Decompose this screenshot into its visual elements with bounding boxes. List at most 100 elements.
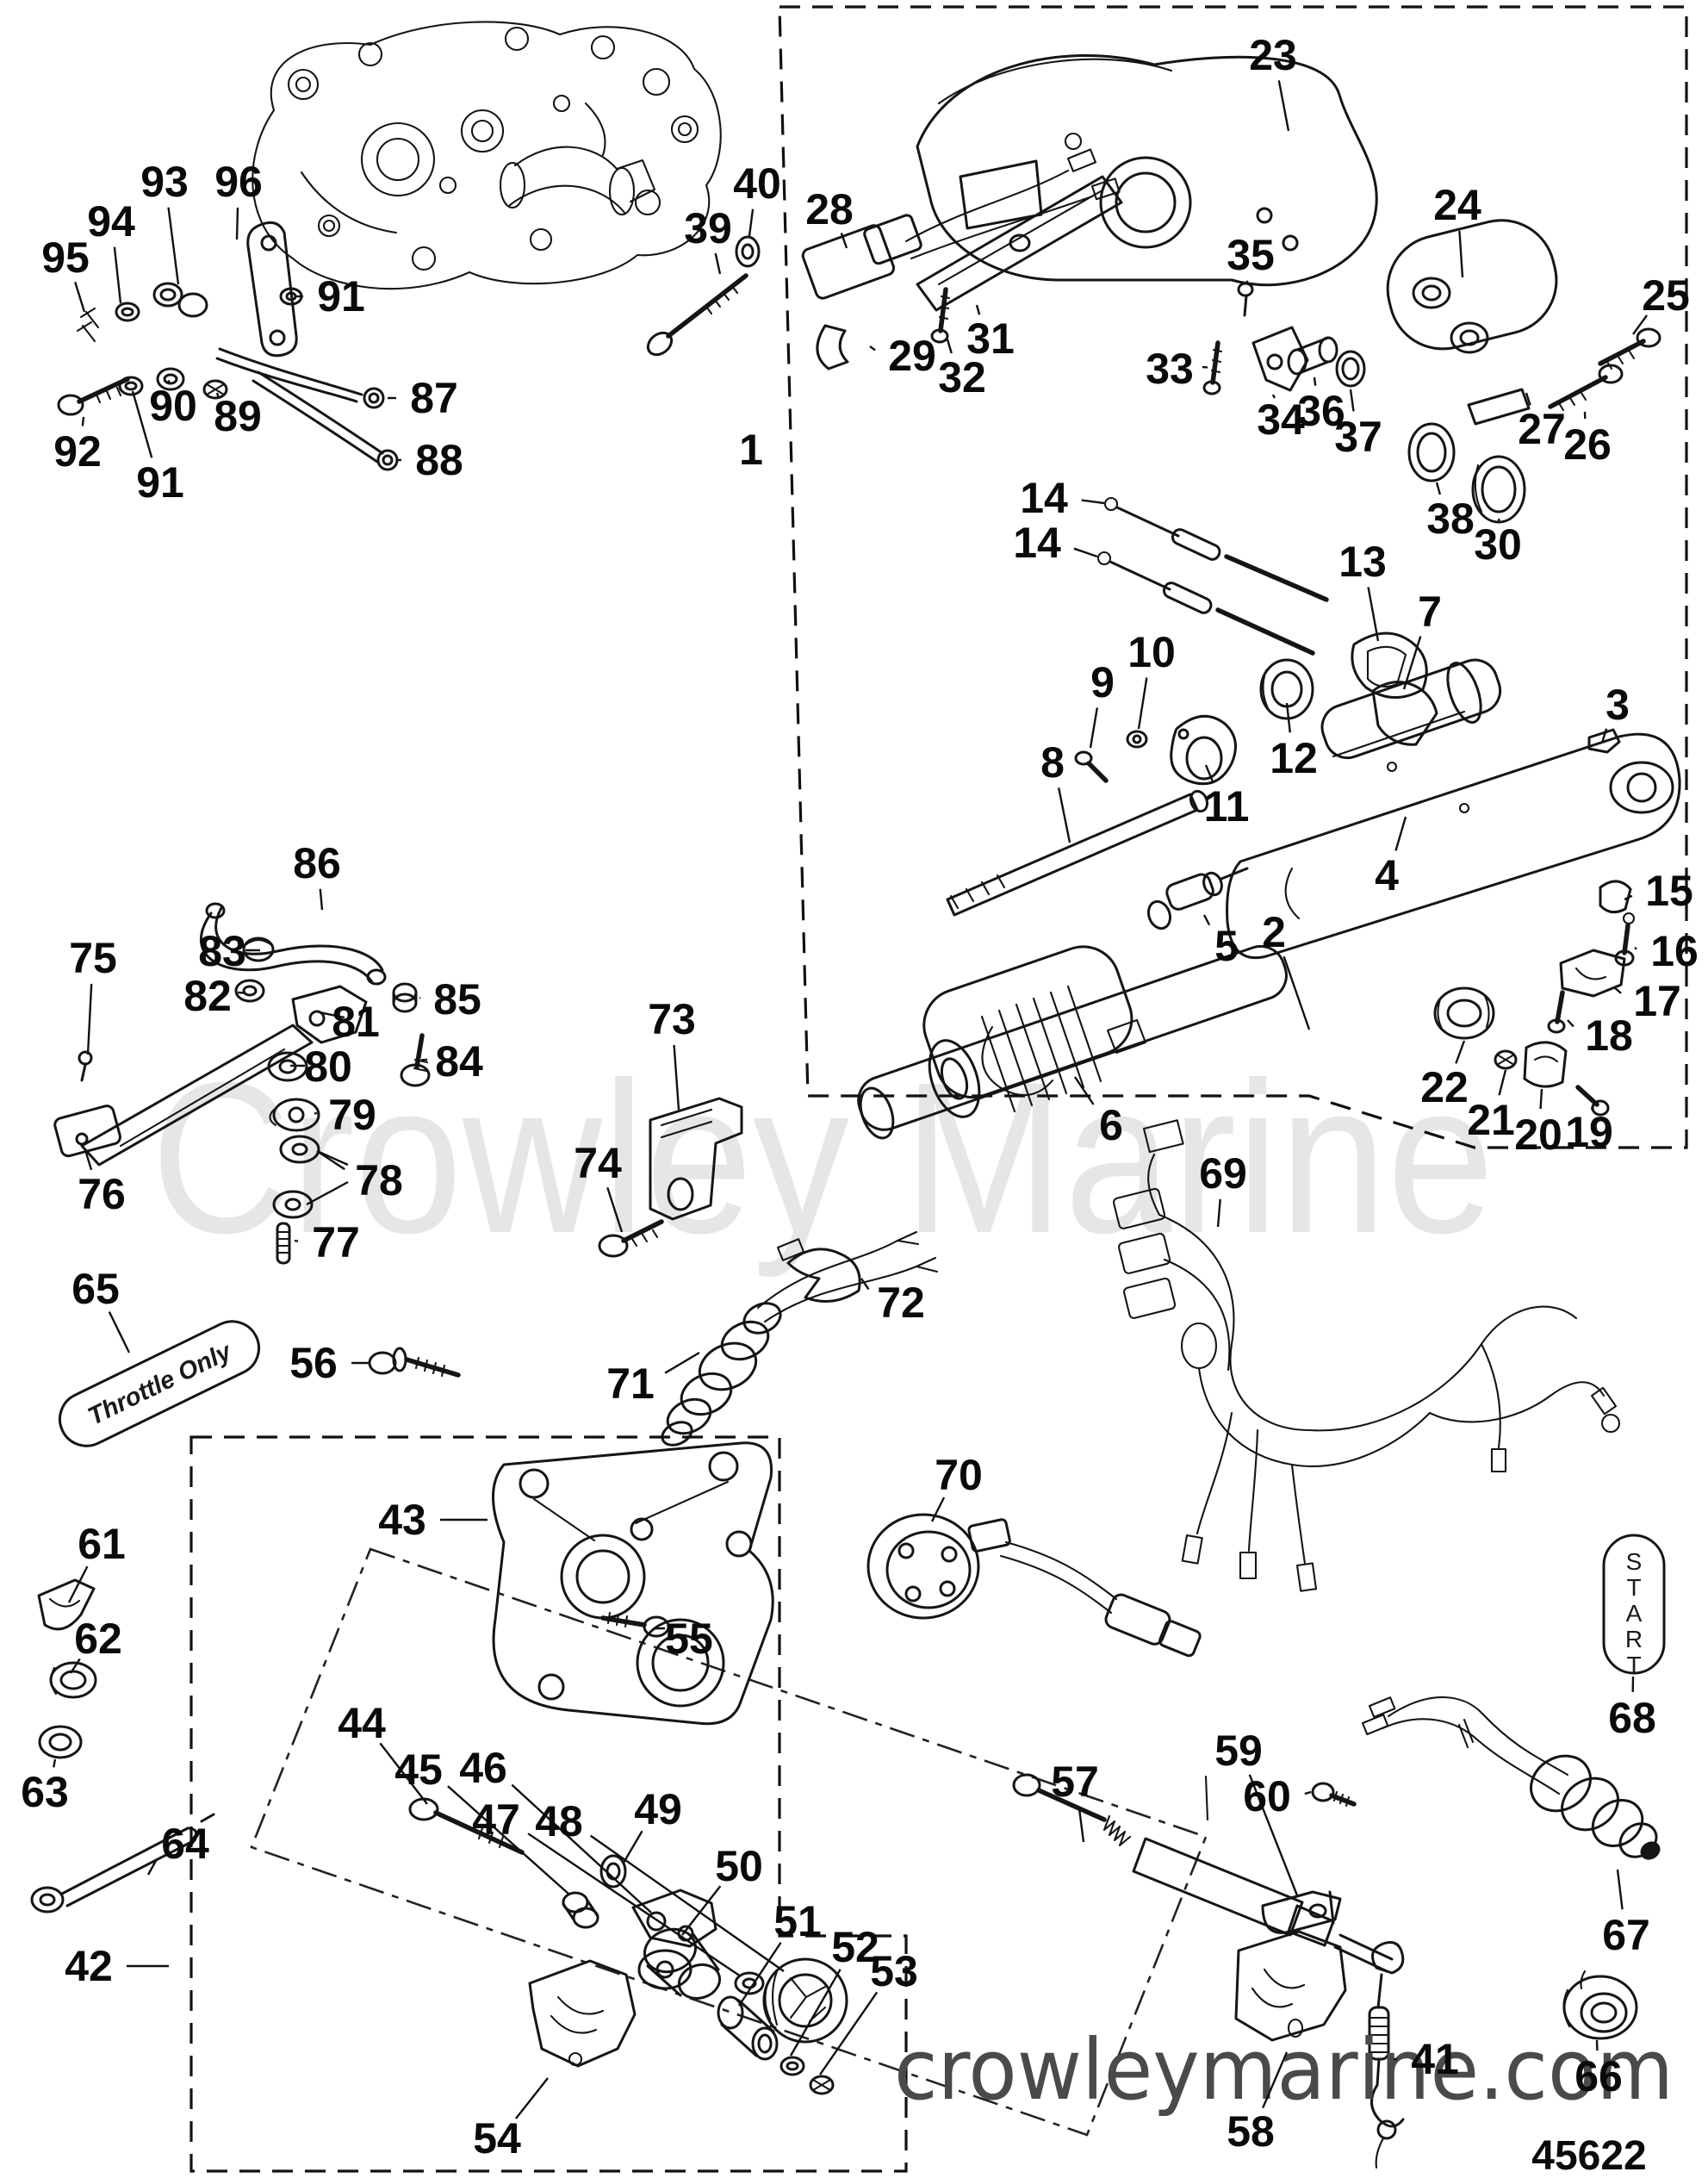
bracket-kit-boundary [189, 1435, 908, 2173]
part-92-drawing [57, 376, 130, 416]
part-10-drawing [1126, 730, 1148, 749]
leader-line-39 [714, 252, 722, 275]
part-label-45: 45 [394, 1746, 443, 1794]
part-88-drawing [252, 370, 399, 471]
watermark-text: Crowley Marine [151, 1037, 1494, 1278]
part-label-17: 17 [1633, 977, 1681, 1025]
part-8-drawing [946, 789, 1209, 917]
drawing-number: 45622 [1531, 2133, 1646, 2178]
throttle-linkage-hardware [57, 221, 399, 471]
lever-arm-drawing [80, 985, 368, 1167]
part-label-26: 26 [1563, 420, 1612, 469]
leader-line-50 [681, 1885, 722, 1936]
leader-line-90 [167, 380, 171, 385]
part-label-59: 59 [1214, 1727, 1263, 1775]
part-label-69: 69 [1199, 1149, 1247, 1198]
part-label-22: 22 [1420, 1063, 1469, 1111]
part-32-drawing [930, 287, 951, 344]
leader-line-73 [673, 1044, 680, 1111]
leader-line-19 [1590, 1105, 1594, 1111]
part-label-35: 35 [1227, 231, 1275, 279]
tiller-arm-drawing [1226, 732, 1681, 960]
part-label-40: 40 [733, 159, 781, 208]
part-label-56: 56 [289, 1339, 338, 1387]
leader-line-86 [319, 888, 324, 911]
part-23-drawing [916, 54, 1378, 287]
part-label-55: 55 [665, 1615, 713, 1663]
part-35-drawing [1237, 282, 1254, 317]
part-label-14: 14 [1013, 519, 1061, 567]
part-84-drawing [400, 1033, 431, 1087]
part-label-19: 19 [1565, 1108, 1613, 1156]
part-30-drawing [1471, 455, 1526, 524]
leader-line-51 [737, 1941, 782, 2007]
leader-line-76 [84, 1152, 93, 1171]
part-label-34: 34 [1257, 395, 1305, 444]
part-label-41: 41 [1411, 2035, 1459, 2083]
steering-bracket-assembly [368, 1347, 848, 2095]
leader-line-28 [840, 233, 848, 249]
part-label-88: 88 [415, 436, 463, 484]
part-label-1: 1 [739, 426, 763, 474]
part-5-drawing [1146, 867, 1249, 930]
part-47-drawing [734, 1971, 765, 1995]
part-label-66: 66 [1574, 2052, 1623, 2100]
leader-line-93 [167, 207, 180, 285]
part-6-drawing [922, 945, 1133, 1118]
part-label-73: 73 [648, 995, 696, 1043]
part-59-drawing [1261, 1890, 1342, 1934]
part-17-drawing [1559, 949, 1626, 998]
part-20-drawing [1523, 1041, 1568, 1088]
part-label-80: 80 [304, 1042, 352, 1091]
part-label-44: 44 [338, 1699, 386, 1747]
leader-line-89 [215, 392, 220, 397]
leader-line-95 [74, 281, 86, 313]
part-56-drawing [368, 1347, 461, 1378]
leader-line-14 [1081, 499, 1105, 505]
part-label-33: 33 [1146, 345, 1194, 393]
part-label-7: 7 [1418, 588, 1442, 636]
leader-line-32 [946, 339, 953, 354]
part-label-8: 8 [1040, 738, 1065, 787]
part-41-lanyard-drawing [1368, 1941, 1405, 2169]
part-55-drawing [600, 1611, 670, 1638]
part-4-drawing [1320, 658, 1502, 760]
part-label-68: 68 [1608, 1694, 1656, 1742]
part-label-82: 82 [183, 972, 232, 1020]
part-label-74: 74 [574, 1139, 622, 1187]
throttle-shaft-hardware [30, 1578, 215, 1914]
part-label-51: 51 [773, 1897, 822, 1945]
leader-line-20 [1539, 1088, 1543, 1110]
part-44-drawing [408, 1797, 525, 1855]
part-label-4: 4 [1375, 851, 1399, 899]
part-18-drawing [1547, 990, 1566, 1034]
part-label-3: 3 [1606, 681, 1630, 729]
part-label-46: 46 [459, 1744, 507, 1792]
part-label-67: 67 [1602, 1911, 1650, 1959]
leader-line-16 [1634, 946, 1637, 950]
part-label-39: 39 [684, 204, 732, 252]
leader-line-67 [1616, 1869, 1624, 1910]
leader-line-75 [86, 983, 93, 1055]
part-43-drawing [492, 1441, 774, 1726]
leader-line-96 [235, 207, 239, 240]
part-74-drawing [598, 1219, 664, 1258]
part-label-31: 31 [966, 314, 1015, 363]
leader-line-15 [1624, 894, 1633, 901]
leader-line-38 [1435, 482, 1442, 495]
part-label-63: 63 [21, 1768, 69, 1816]
part-label-50: 50 [715, 1842, 763, 1890]
leader-line-65 [108, 1311, 131, 1353]
part-69-harness-drawing [1113, 1119, 1621, 1592]
part-96-drawing [246, 221, 298, 358]
part-label-91: 91 [317, 272, 365, 320]
part-label-6: 6 [1099, 1101, 1123, 1149]
leader-line-4 [1394, 816, 1407, 851]
leader-line-12 [1285, 702, 1291, 733]
part-11-drawing [1170, 714, 1237, 786]
part-label-43: 43 [378, 1496, 426, 1544]
part-label-2: 2 [1262, 908, 1286, 956]
leader-line-31 [975, 304, 981, 315]
part-label-18: 18 [1585, 1011, 1633, 1060]
